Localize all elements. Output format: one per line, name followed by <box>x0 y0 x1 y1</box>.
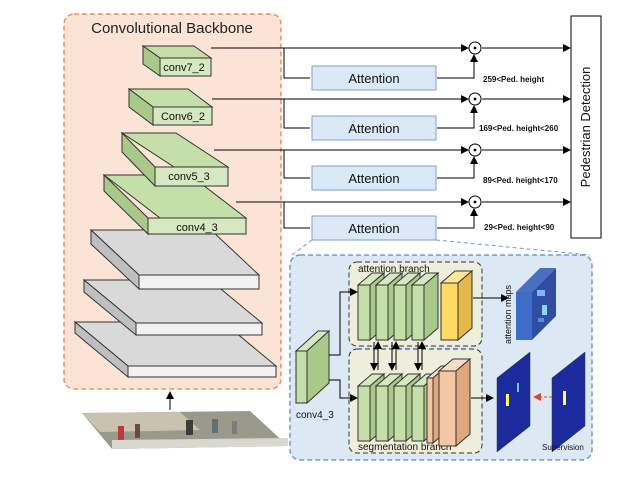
attention-output-block <box>439 269 474 342</box>
gray-layer <box>82 278 264 337</box>
product-circle <box>468 41 482 55</box>
input-image <box>82 411 288 449</box>
zoom-line <box>291 239 313 256</box>
segmentation-branch-label: segmentation branch <box>358 442 451 453</box>
product-circle <box>468 92 482 106</box>
supervision-label: Supervision <box>542 443 584 452</box>
segmentation-conv-blocks <box>356 372 440 443</box>
detection-label: Pedestrian Detection <box>578 67 593 188</box>
layer-conv6-2: Conv6_2 <box>127 88 214 126</box>
attention-map-heatmap <box>516 268 556 340</box>
to-segmentation-arrow <box>329 379 358 402</box>
product-circle <box>468 143 482 157</box>
layer-label: conv7_2 <box>163 62 205 74</box>
conv4-3-block <box>294 329 331 405</box>
segmentation-output-block <box>425 357 472 448</box>
attention-label: Attention <box>348 71 399 86</box>
attention-label: Attention <box>348 171 399 186</box>
detection-box <box>570 15 602 239</box>
range-label: 29<Ped. height<90 <box>484 223 555 232</box>
row-connections <box>211 44 571 229</box>
zoom-line <box>435 239 591 256</box>
range-label: 259<Ped. height <box>483 75 544 84</box>
attention-label: Attention <box>348 221 399 236</box>
backbone-title: Convolutional Backbone <box>91 20 253 37</box>
branch-interaction-arrows <box>370 341 426 371</box>
attention-branch-label: attention branch <box>358 264 430 275</box>
attention-maps-label: attention maps <box>503 284 513 344</box>
layer-conv7-2: conv7_2 <box>141 45 213 77</box>
attention-box: Attention <box>311 65 437 91</box>
layer-conv5-3: conv5_3 <box>120 131 230 188</box>
to-attention-arrow <box>329 288 358 356</box>
attention-box: Attention <box>311 115 437 141</box>
attention-box: Attention <box>311 165 437 191</box>
segmentation-map <box>496 351 531 453</box>
layer-label: conv5_3 <box>168 171 210 183</box>
layer-label: conv4_3 <box>176 222 218 234</box>
supervision-map <box>551 351 586 453</box>
layer-label: Conv6_2 <box>161 111 205 123</box>
attention-box: Attention <box>311 215 437 241</box>
range-label: 169<Ped. height<260 <box>479 124 559 133</box>
conv4-3-label: conv4_3 <box>296 410 334 421</box>
attention-conv-blocks <box>356 271 440 342</box>
layer-conv4-3: conv4_3 <box>102 173 248 236</box>
product-circle <box>468 195 482 209</box>
attention-label: Attention <box>348 121 399 136</box>
gray-layer <box>89 228 261 291</box>
range-label: 89<Ped. height<170 <box>483 176 558 185</box>
